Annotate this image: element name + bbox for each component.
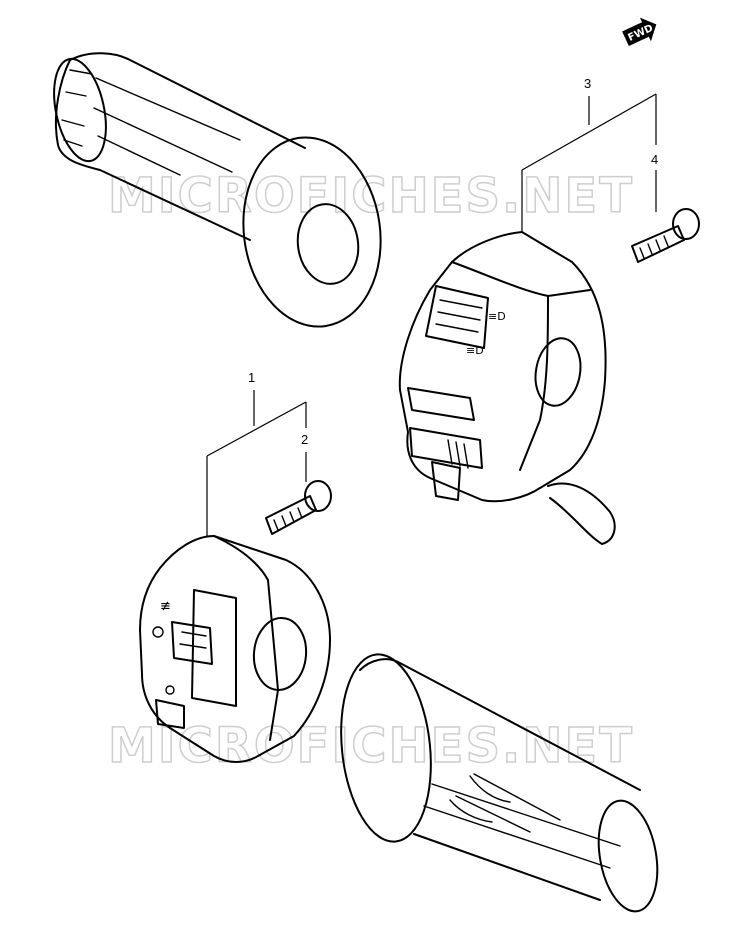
svg-text:≡D: ≡D bbox=[488, 310, 506, 323]
fwd-arrow-icon: FWD bbox=[622, 17, 657, 47]
watermark-top: MICROFICHES.NET bbox=[108, 168, 634, 224]
watermark-bottom: MICROFICHES.NET bbox=[108, 718, 634, 774]
callout-2-label: 2 bbox=[301, 432, 308, 447]
handlebar-grip-left bbox=[53, 52, 382, 328]
callout-1-leader: 1 bbox=[206, 370, 307, 536]
screw-icon bbox=[265, 480, 332, 535]
screw-icon bbox=[631, 208, 700, 263]
callout-2-leader: 2 bbox=[301, 432, 308, 482]
right-handlebar-switch: ≡D ≡D bbox=[398, 231, 616, 545]
svg-text:≡D: ≡D bbox=[466, 344, 484, 357]
svg-text:≢: ≢ bbox=[160, 599, 171, 614]
callout-4-label: 4 bbox=[651, 152, 658, 167]
callout-3-leader: 3 bbox=[521, 76, 657, 232]
handlebar-grip-right bbox=[340, 653, 659, 913]
callout-4-leader: 4 bbox=[651, 152, 658, 212]
callout-3-label: 3 bbox=[584, 76, 591, 91]
callout-1-label: 1 bbox=[248, 370, 255, 385]
left-handlebar-switch: ≢ bbox=[139, 535, 331, 763]
